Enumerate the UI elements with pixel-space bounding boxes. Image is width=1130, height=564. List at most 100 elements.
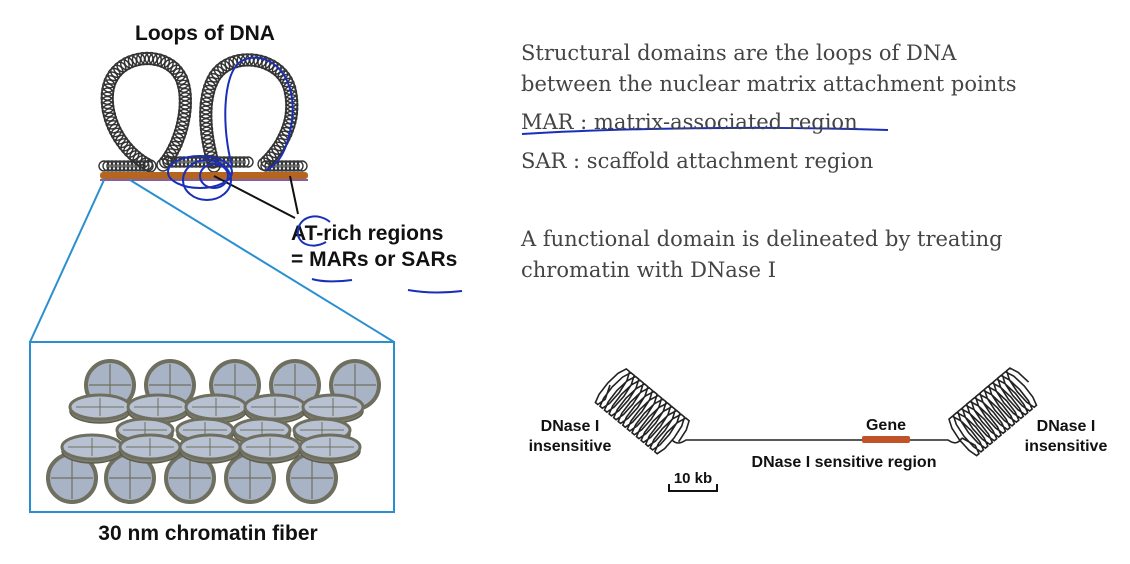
pen-underline-sars bbox=[407, 289, 463, 294]
coil-turn bbox=[178, 156, 190, 168]
coil-turn bbox=[200, 130, 215, 145]
loops-title: Loops of DNA bbox=[135, 22, 275, 45]
functional-line-2: chromatin with DNase I bbox=[521, 258, 776, 282]
structural-line-1: Structural domains are the loops of DNA bbox=[521, 41, 957, 65]
coil-turn bbox=[271, 141, 285, 155]
coil-turn bbox=[134, 160, 146, 172]
coil-turn bbox=[274, 67, 289, 81]
dnase-helix bbox=[948, 367, 1038, 457]
pointer-line-1 bbox=[213, 175, 296, 219]
coil-turn bbox=[202, 138, 216, 153]
coil-turn bbox=[260, 160, 272, 172]
coil-turn bbox=[118, 160, 130, 172]
coil-turn bbox=[122, 160, 134, 172]
coil-turn bbox=[115, 134, 129, 149]
gene-label: Gene bbox=[866, 417, 906, 434]
coil-turn bbox=[234, 156, 246, 168]
dnase-helix bbox=[594, 367, 691, 455]
nucleosome bbox=[164, 452, 216, 504]
scale-bar-label: 10 kb bbox=[674, 470, 712, 487]
pen-circle-3 bbox=[199, 163, 229, 189]
coil-turn bbox=[280, 160, 292, 172]
coil-turn bbox=[102, 160, 114, 172]
nucleosome-side bbox=[298, 433, 362, 464]
dnase-dna-strand bbox=[671, 437, 963, 444]
coil-turn bbox=[226, 156, 238, 168]
nucleosome-side bbox=[118, 433, 182, 464]
scale-bar bbox=[668, 484, 718, 492]
pen-underline-mar bbox=[521, 126, 889, 135]
dnase-left-label-1: DNase I bbox=[541, 418, 600, 435]
coil-turn bbox=[98, 160, 110, 172]
coil-turn bbox=[292, 160, 304, 172]
coil-turn bbox=[199, 97, 214, 111]
nucleosome-side bbox=[60, 433, 124, 464]
coil-turn bbox=[276, 160, 288, 172]
coil-turn bbox=[242, 156, 254, 168]
dna-loops bbox=[98, 51, 308, 173]
coil-turn bbox=[130, 160, 142, 172]
fiber-caption: 30 nm chromatin fiber bbox=[98, 522, 317, 545]
functional-line-1: A functional domain is delineated by tre… bbox=[520, 227, 1003, 251]
pen-circle-2 bbox=[182, 159, 232, 201]
nucleosome-array bbox=[46, 359, 381, 504]
coil-turn bbox=[296, 160, 308, 172]
nucleosome-side bbox=[178, 433, 242, 464]
dnase-right-label-2: insensitive bbox=[1025, 438, 1108, 455]
coil-turn bbox=[210, 156, 222, 168]
coil-turn bbox=[160, 56, 174, 70]
dnase-left-label-2: insensitive bbox=[529, 438, 612, 455]
pen-circle-1 bbox=[167, 155, 233, 189]
coil-turn bbox=[114, 160, 126, 172]
coil-turn bbox=[268, 160, 280, 172]
coil-turn bbox=[238, 156, 250, 168]
pen-annotations bbox=[167, 56, 889, 294]
nucleosome bbox=[104, 452, 156, 504]
pen-circle-at bbox=[296, 215, 331, 247]
dnase-coils bbox=[594, 367, 1038, 457]
coil-turn bbox=[288, 160, 300, 172]
coil-turn bbox=[138, 160, 150, 172]
gene-bar bbox=[862, 436, 910, 443]
nucleosome-side bbox=[68, 393, 132, 424]
coil-turn bbox=[106, 160, 118, 172]
pen-underline-mars bbox=[311, 278, 353, 283]
coil-turn bbox=[277, 70, 291, 84]
coil-turn bbox=[178, 104, 192, 119]
dnase-right-label-1: DNase I bbox=[1037, 418, 1096, 435]
coil-turn bbox=[178, 100, 192, 114]
pointer-line-2 bbox=[289, 175, 299, 215]
coil-turn bbox=[144, 51, 158, 66]
mars-sars-label: = MARs or SARs bbox=[291, 248, 457, 271]
nucleosome-side bbox=[126, 393, 190, 424]
pen-loop-trace bbox=[224, 56, 294, 171]
coil-turn bbox=[201, 134, 215, 149]
zoom-line-left bbox=[29, 179, 105, 343]
coil-turn bbox=[264, 160, 276, 172]
coil-turn bbox=[110, 160, 122, 172]
coil-turn bbox=[162, 156, 174, 168]
coil-turn bbox=[117, 138, 132, 152]
coil-turn bbox=[105, 71, 119, 85]
structural-line-2: between the nuclear matrix attachment po… bbox=[521, 72, 1016, 96]
coil-turn bbox=[216, 60, 231, 74]
coil-turn bbox=[142, 160, 154, 172]
nuclear-matrix-bar bbox=[100, 172, 308, 179]
at-rich-label: AT-rich regions bbox=[291, 222, 443, 245]
coil-turn bbox=[163, 148, 178, 162]
coil-turn bbox=[213, 62, 228, 77]
coil-turn bbox=[100, 87, 115, 101]
nucleosome-side bbox=[238, 433, 302, 464]
coil-turn bbox=[284, 160, 296, 172]
zoom-line-right bbox=[129, 179, 395, 343]
mar-definition: MAR : matrix-associated region bbox=[521, 110, 858, 134]
nucleosome-side bbox=[301, 393, 365, 424]
coil-turn bbox=[170, 156, 182, 168]
chromatin-fiber-box bbox=[29, 341, 395, 513]
sensitive-region-label: DNase I sensitive region bbox=[752, 454, 937, 471]
coil-turn bbox=[116, 59, 130, 73]
coil-turn bbox=[156, 158, 170, 172]
coil-turn bbox=[170, 64, 184, 78]
coil-turn bbox=[113, 61, 127, 76]
